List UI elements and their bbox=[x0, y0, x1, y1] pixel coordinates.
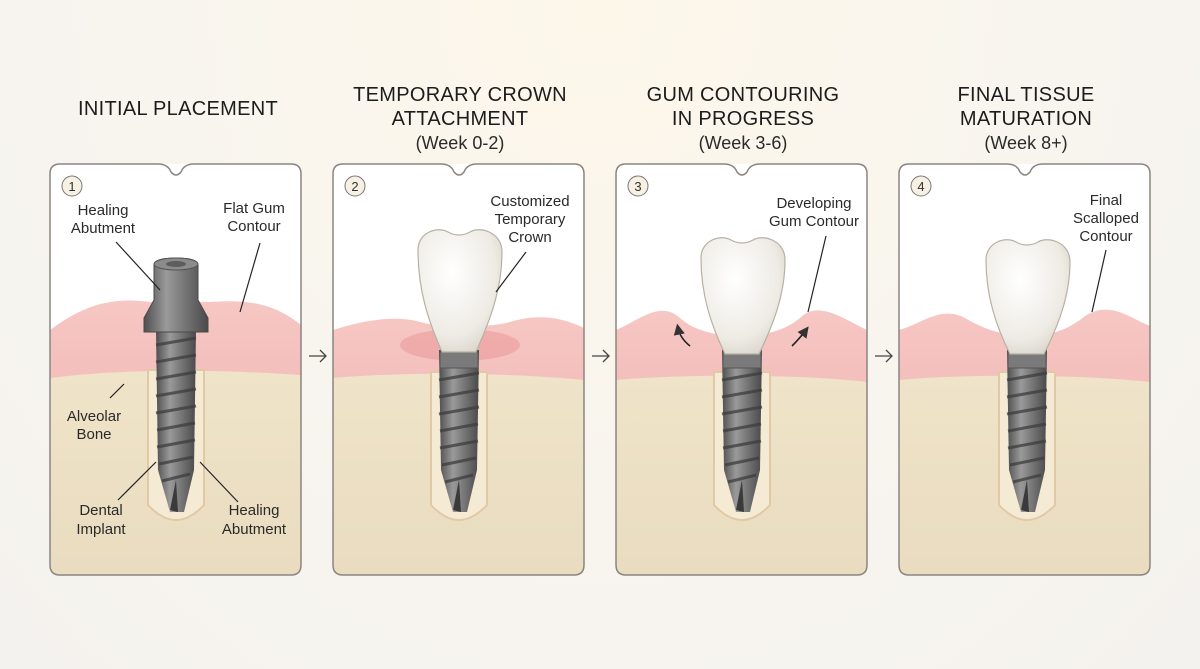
panel-1-label-flat-gum-1: Flat Gum bbox=[223, 200, 285, 217]
arrow-2-to-3-icon bbox=[592, 349, 610, 363]
panel-3-contour-arrow-left-icon bbox=[673, 323, 691, 347]
panel-4-label-contour-3: Contour bbox=[1079, 228, 1132, 245]
panel-4-label-contour-2: Scalloped bbox=[1073, 210, 1139, 227]
panel-2-label-crown-2: Temporary bbox=[495, 211, 566, 228]
panel-1: 1 Healing Abutment Flat Gum Contour Alve… bbox=[49, 163, 302, 576]
panel-4-crown bbox=[985, 239, 1071, 355]
panel-3-subtitle: (Week 3-6) bbox=[698, 133, 788, 153]
panel-4-title: FINAL TISSUE MATURATION (Week 8+) bbox=[896, 83, 1156, 155]
panel-4-number: 4 bbox=[917, 179, 924, 194]
panel-4-title-line-1: FINAL TISSUE bbox=[957, 84, 1095, 106]
panel-1-label-flat-gum-2: Contour bbox=[227, 218, 280, 235]
panel-3: 3 Developing Gum Contour bbox=[615, 163, 868, 576]
panel-2-number: 2 bbox=[351, 179, 358, 194]
panel-4: 4 Final Scalloped Contour bbox=[898, 163, 1151, 576]
panel-1-leader-healing-abutment-bottom bbox=[199, 461, 239, 503]
panel-3-title-line-1: GUM CONTOURING bbox=[646, 84, 840, 106]
panel-3-implant bbox=[721, 350, 763, 512]
panel-1-leader-healing-abutment-top bbox=[115, 241, 161, 291]
panel-4-subtitle: (Week 8+) bbox=[984, 133, 1068, 153]
panel-2-title-line-1: TEMPORARY CROWN bbox=[353, 84, 567, 106]
panel-3-frame bbox=[615, 163, 868, 576]
panel-3-leader-gum-contour bbox=[807, 235, 827, 313]
panel-4-number-badge bbox=[910, 175, 932, 197]
panel-2-leader-crown bbox=[495, 251, 527, 293]
panel-3-title-line-2: IN PROGRESS bbox=[671, 108, 815, 130]
panel-3-label-gum-contour-2: Gum Contour bbox=[769, 213, 859, 230]
panel-1-label-healing-abutment-top-2: Abutment bbox=[71, 220, 136, 237]
panel-4-leader-contour bbox=[1091, 249, 1107, 313]
panel-1-healing-abutment bbox=[143, 257, 209, 333]
panel-1-label-alveolar-bone-1: Alveolar bbox=[67, 408, 121, 425]
panel-2: 2 Customized Temporary Crown bbox=[332, 163, 585, 576]
panel-1-frame bbox=[49, 163, 302, 576]
panel-1-number-badge bbox=[61, 175, 83, 197]
panel-1-label-healing-abutment-bottom-1: Healing bbox=[229, 502, 280, 519]
panel-2-title-line-2: ATTACHMENT bbox=[391, 108, 529, 130]
panel-1-label-alveolar-bone-2: Bone bbox=[76, 426, 111, 443]
panel-2-temporary-crown bbox=[417, 229, 503, 353]
panel-2-title: TEMPORARY CROWN ATTACHMENT (Week 0-2) bbox=[330, 83, 590, 155]
panel-3-contour-arrow-right-icon bbox=[791, 326, 809, 347]
panel-2-number-badge bbox=[344, 175, 366, 197]
panel-1-label-dental-implant-2: Implant bbox=[76, 521, 126, 538]
panel-1-title-line-1: INITIAL PLACEMENT bbox=[78, 98, 278, 120]
panel-1-leader-flat-gum bbox=[239, 242, 261, 313]
panel-1-label-healing-abutment-bottom-2: Abutment bbox=[222, 521, 287, 538]
panel-4-frame bbox=[898, 163, 1151, 576]
panel-1-implant bbox=[155, 330, 197, 512]
panel-1-label-dental-implant-1: Dental bbox=[79, 502, 122, 519]
panel-3-title: GUM CONTOURING IN PROGRESS (Week 3-6) bbox=[613, 83, 873, 155]
panel-2-implant bbox=[438, 350, 480, 512]
panel-4-label-contour-1: Final bbox=[1090, 192, 1123, 209]
panel-4-implant bbox=[1006, 350, 1048, 512]
panel-2-label-crown-1: Customized bbox=[490, 193, 569, 210]
panel-1-leader-alveolar-bone bbox=[109, 383, 125, 399]
panel-3-label-gum-contour-1: Developing bbox=[776, 195, 851, 212]
panel-1-title: INITIAL PLACEMENT bbox=[48, 97, 308, 121]
panel-3-number-badge bbox=[627, 175, 649, 197]
panel-3-crown bbox=[700, 237, 786, 355]
panel-2-label-crown-3: Crown bbox=[508, 229, 551, 246]
panel-4-title-line-2: MATURATION bbox=[959, 108, 1093, 130]
panel-1-label-healing-abutment-top-1: Healing bbox=[78, 202, 129, 219]
arrow-3-to-4-icon bbox=[875, 349, 893, 363]
panel-2-subtitle: (Week 0-2) bbox=[415, 133, 505, 153]
panel-3-number: 3 bbox=[634, 179, 641, 194]
panel-1-leader-dental-implant bbox=[117, 461, 157, 501]
arrow-1-to-2-icon bbox=[309, 349, 327, 363]
panel-1-number: 1 bbox=[68, 179, 75, 194]
panel-2-frame bbox=[332, 163, 585, 576]
